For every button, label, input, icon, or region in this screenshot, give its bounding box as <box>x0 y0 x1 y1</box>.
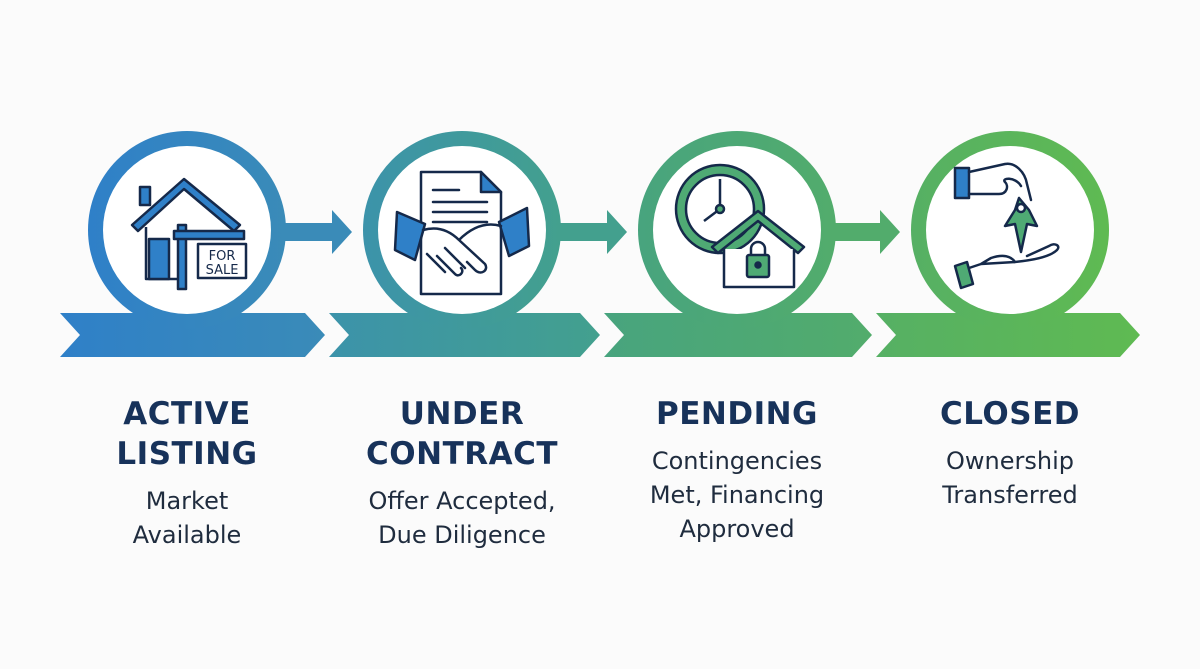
arrow-right-icon <box>832 210 900 254</box>
stage-title: ACTIVE LISTING <box>47 394 327 474</box>
stage-description-line: Due Diligence <box>378 521 546 549</box>
stage-title: PENDING <box>597 394 877 434</box>
handshake-contract-icon <box>393 170 531 296</box>
stage-title-line: CLOSED <box>940 396 1080 432</box>
arrow-right-icon <box>282 210 352 254</box>
sign-text: SALE <box>206 263 239 278</box>
stage-title-line: CONTRACT <box>366 436 558 472</box>
sign-text: FOR <box>209 249 236 264</box>
ribbon-segment <box>329 313 600 357</box>
clock-house-lock-icon <box>674 163 806 289</box>
stage-description-line: Approved <box>679 515 795 543</box>
stage-description-line: Available <box>132 521 242 549</box>
ribbon-segment <box>876 313 1140 357</box>
stage-description-line: Ownership <box>946 447 1074 475</box>
stage-description-line: Transferred <box>942 481 1078 509</box>
stage-title-line: PENDING <box>656 396 818 432</box>
stage-description-line: Offer Accepted, <box>368 487 556 515</box>
stage-description: Offer Accepted, Due Diligence <box>322 484 602 552</box>
stage-title-line: LISTING <box>116 436 258 472</box>
stage-description-line: Market <box>145 487 229 515</box>
ribbon-segment <box>60 313 325 357</box>
stage-description-line: Contingencies <box>651 447 823 475</box>
stage-title: CLOSED <box>870 394 1150 434</box>
arrow-right-icon <box>557 210 627 254</box>
stage-title-line: UNDER <box>399 396 525 432</box>
stage-title: UNDER CONTRACT <box>322 394 602 474</box>
stage-label-2: UNDER CONTRACT Offer Accepted, Due Diligenc… <box>322 394 602 552</box>
stage-description-line: Met, Financing <box>649 481 825 509</box>
ribbon-segment <box>604 313 872 357</box>
stage-title-line: ACTIVE <box>123 396 251 432</box>
keys-handover-icon <box>953 162 1060 290</box>
